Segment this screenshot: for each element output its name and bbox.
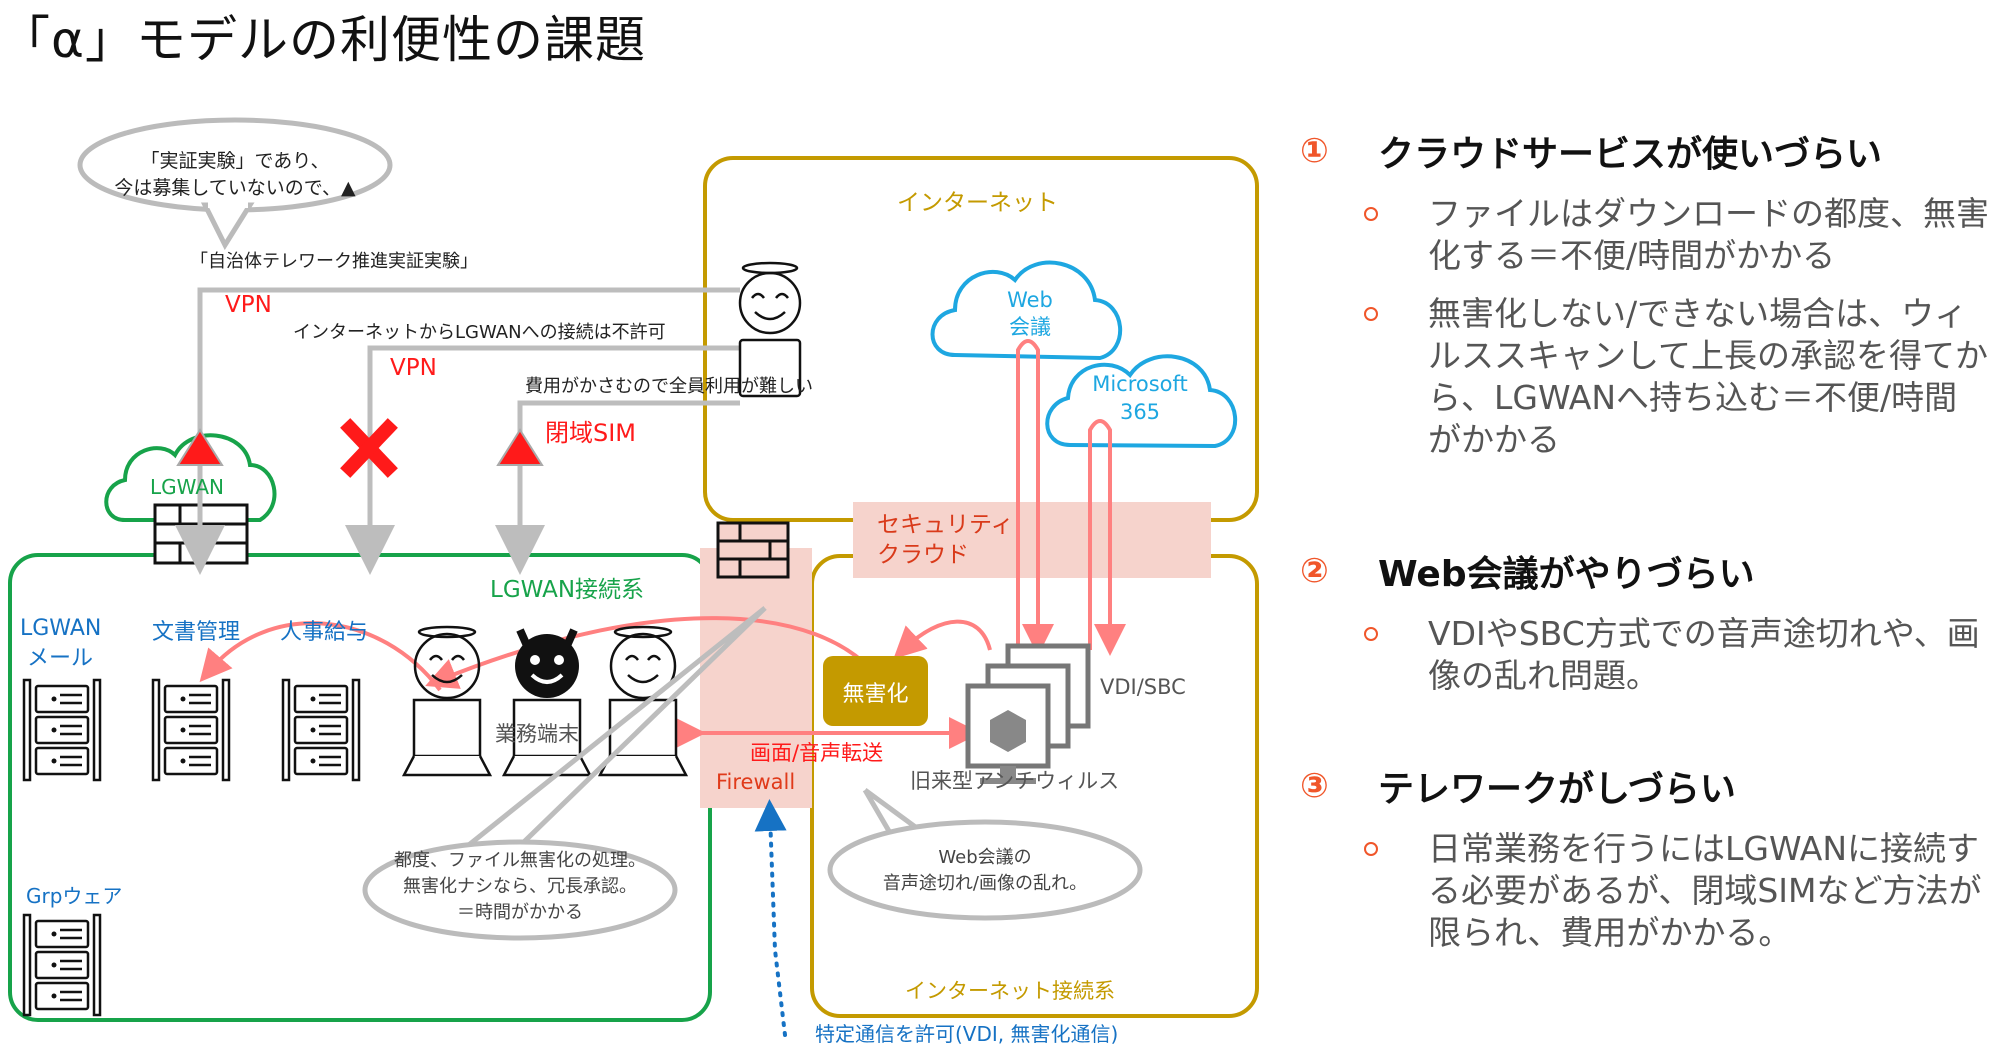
security-cloud-band (853, 502, 1211, 578)
vpn-label-1: VPN (225, 292, 272, 318)
remote-user-angel-icon (738, 261, 802, 398)
server-label-document: 文書管理 (152, 620, 241, 645)
issue-number: ① (1300, 131, 1329, 171)
specific-traffic-label: 特定通信を許可(VDI, 無害化通信) (815, 1022, 1119, 1046)
screen-transfer-label: 画面/音声転送 (750, 741, 884, 765)
issue-bullet: 無害化しない/できない場合は、ウィルススキャンして上長の承認を得てから、LGWA… (1300, 293, 1990, 461)
bullet-circle-icon (1364, 207, 1378, 221)
server-rack-icon (22, 678, 102, 782)
server-label-line1: LGWAN (20, 616, 102, 641)
issue-bullet: ファイルはダウンロードの都度、無害化する＝不便/時間がかかる (1300, 193, 1990, 277)
blocked-x-icon (340, 418, 398, 478)
user-devil-icon (515, 628, 579, 698)
issue-number: ③ (1300, 766, 1329, 806)
m365-return-line (1088, 419, 1126, 656)
server-rack-icon (22, 678, 361, 1017)
not-allowed-text: インターネットからLGWANへの接続は不許可 (293, 322, 666, 343)
internet-connect-zone-label: インターネット接続系 (905, 979, 1115, 1003)
server-rack-icon (151, 678, 231, 782)
server-label-hr: 人事給与 (280, 620, 369, 645)
security-cloud-label: セキュリティ クラウド (877, 510, 1014, 570)
user-angel-icon (413, 625, 481, 700)
bubble-pointer (448, 606, 767, 872)
sanitize-button[interactable]: 無害化 (842, 682, 909, 707)
bubble-bottom-right-text: Web会議の 音声途切れ/画像の乱れ。 (830, 845, 1140, 897)
server-rack-icon (22, 913, 102, 1017)
bullet-circle-icon (1364, 307, 1378, 321)
web-meeting-return-line (1016, 339, 1054, 656)
web-meeting-line1: Web (1007, 288, 1053, 312)
issue-number: ② (1300, 551, 1329, 591)
bubble-bl-line3: ＝時間がかかる (457, 902, 583, 923)
server-label-line2: メール (26, 646, 93, 671)
issue-heading: Web会議がやりづらい (1378, 554, 1755, 595)
bullet-text: ファイルはダウンロードの都度、無害化する＝不便/時間がかかる (1428, 194, 1989, 275)
issue-heading: クラウドサービスが使いづらい (1378, 134, 1883, 175)
vpn-label-2: VPN (390, 355, 437, 381)
web-meeting-cloud-icon (930, 260, 1123, 361)
issue-heading: テレワークがしづらい (1378, 769, 1736, 810)
firewall-column (700, 548, 812, 808)
closed-sim-label: 閉域SIM (545, 419, 637, 447)
warning-triangle-icon (176, 428, 224, 466)
speech-bubble-top (77, 117, 393, 251)
server-label-lgwan-mail: LGWAN メール (20, 614, 102, 674)
web-meeting-line2: 会議 (1009, 315, 1051, 339)
vdi-sbc-label: VDI/SBC (1100, 675, 1186, 699)
cost-text: 費用がかさむので全員利用が難しい (525, 376, 813, 397)
bullet-circle-icon (1364, 627, 1378, 641)
bullet-circle-icon (1364, 842, 1378, 856)
firewall-brick-icon (716, 521, 790, 579)
server-label-groupware: Grpウェア (26, 884, 123, 908)
warning-triangle-icon (496, 428, 544, 466)
bubble-bottom-left-text: 都度、ファイル無害化の処理。 無害化ナシなら、冗長承認。 ＝時間がかかる (360, 848, 680, 926)
bubble-top-line2: 今は募集していないので、▲ (114, 177, 356, 199)
page-title: 「α」モデルの利便性の課題 (0, 11, 646, 69)
internet-zone-label: インターネット (897, 190, 1058, 216)
microsoft-365-cloud-label: Microsoft 365 (1085, 370, 1195, 426)
bullet-text: 日常業務を行うにはLGWANに接続する必要があるが、閉域SIMなど方法が限られ、… (1428, 829, 1982, 952)
security-cloud-line2: クラウド (877, 542, 969, 568)
issue-bullet: VDIやSBC方式での音声途切れや、画像の乱れ問題。 (1300, 613, 1990, 697)
antivirus-label: 旧来型アンチウィルス (910, 769, 1120, 793)
bubble-bl-line2: 無害化ナシなら、冗長承認。 (403, 876, 637, 897)
bubble-br-line2: 音声途切れ/画像の乱れ。 (882, 873, 1088, 894)
lgwan-cloud-label: LGWAN (150, 475, 224, 499)
security-cloud-line1: セキュリティ (877, 512, 1014, 538)
bubble-top-line1: 「実証実験」であり、 (140, 150, 330, 172)
vdi-sbc-icon (965, 643, 1091, 784)
m365-line2: 365 (1119, 400, 1161, 424)
bullet-text: 無害化しない/できない場合は、ウィルススキャンして上長の承認を得てから、LGWA… (1428, 294, 1989, 459)
bubble-br-line1: Web会議の (938, 847, 1032, 868)
speech-bubble-bottom-left (362, 839, 678, 941)
web-meeting-cloud-label: Web 会議 (990, 287, 1070, 341)
sanitize-box (823, 656, 928, 726)
closed-sim-line (495, 400, 740, 575)
vpn-line-2 (345, 345, 740, 575)
issue-2: ② Web会議がやりづらい VDIやSBC方式での音声途切れや、画像の乱れ問題。 (1300, 545, 1990, 697)
issue-3: ③ テレワークがしづらい 日常業務を行うにはLGWANに接続する必要があるが、閉域… (1300, 760, 1990, 954)
business-terminals (401, 625, 689, 777)
issue-1: ① クラウドサービスが使いづらい ファイルはダウンロードの都度、無害化する＝不便/… (1300, 125, 1990, 461)
lgwan-cloud-icon (104, 433, 277, 522)
issue-bullet: 日常業務を行うにはLGWANに接続する必要があるが、閉域SIMなど方法が限られ、… (1300, 828, 1990, 954)
bubble-top-text: 「実証実験」であり、 今は募集していないので、▲ (80, 148, 390, 202)
server-rack-icon (281, 678, 361, 782)
lgwan-zone-label: LGWAN接続系 (490, 577, 645, 603)
specific-traffic-arrow (754, 799, 787, 1037)
terminal-label: 業務端末 (495, 722, 579, 746)
m365-line1: Microsoft (1092, 372, 1188, 396)
bubble-bl-line1: 都度、ファイル無害化の処理。 (394, 850, 646, 871)
user-angel-icon (609, 625, 677, 700)
speech-bubble-bottom-right (827, 819, 1143, 921)
sanitize-arrow (893, 619, 992, 659)
bullet-text: VDIやSBC方式での音声途切れや、画像の乱れ問題。 (1428, 614, 1980, 695)
experiment-label: 「自治体テレワーク推進実証実験」 (190, 251, 478, 272)
firewall-label: Firewall (716, 770, 796, 794)
